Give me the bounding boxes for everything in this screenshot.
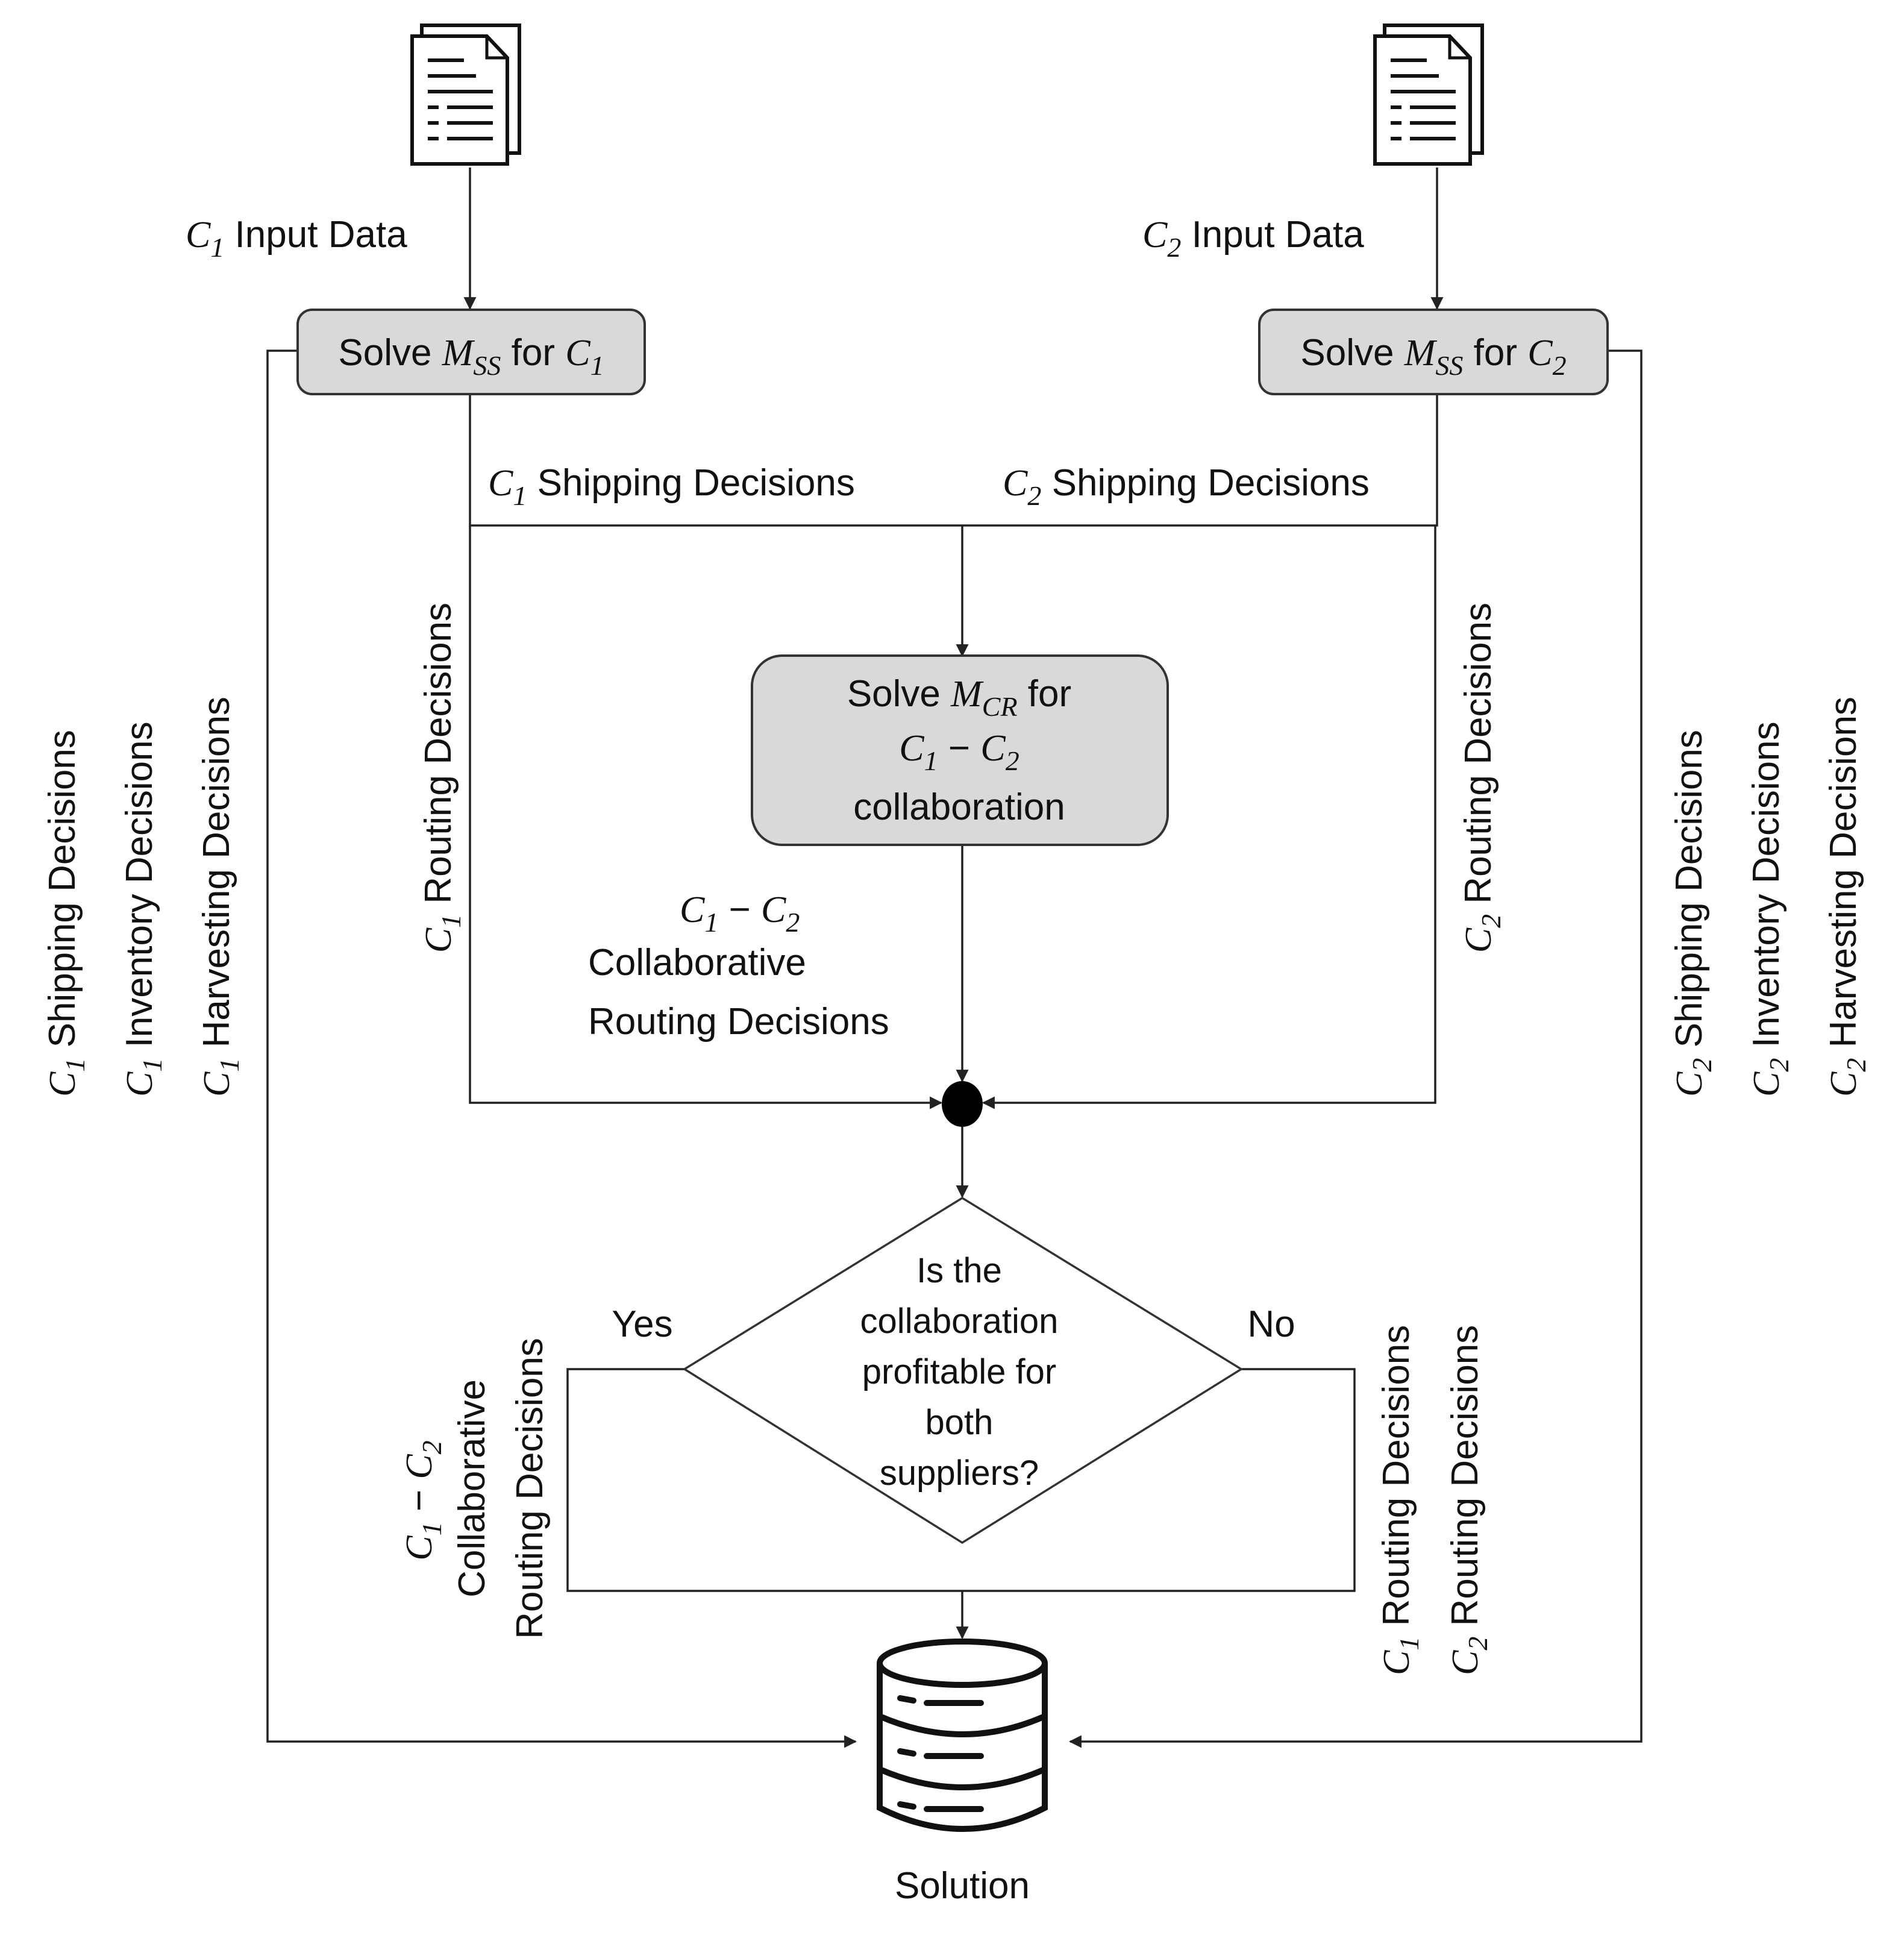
shipping-decisions-c2-label: C2 Shipping Decisions [1003,462,1370,511]
side-right-inventory: C2 Inventory Decisions [1746,721,1794,1097]
side-right-shipping: C2 Shipping Decisions [1668,730,1717,1097]
decision-line-5: suppliers? [880,1454,1039,1493]
decision-line-2: collaboration [860,1302,1059,1341]
solve-mss-c1-label: Solve MSS for C1 [338,332,604,381]
merge-junction [942,1081,983,1127]
collaborative-output-label: C1 − C2 Collaborative Routing Decisions [588,889,889,1043]
no-label: No [1247,1303,1295,1345]
yes-branch-label: C1 − C2 Collaborative Routing Decisions [398,1338,551,1639]
solve-mcr-line2: C1 − C2 [899,727,1019,776]
routing-decisions-c2-label: C2 Routing Decisions [1458,603,1506,953]
solve-mcr-line3: collaboration [853,786,1065,828]
collab-output-line1: C1 − C2 [680,889,800,938]
decision-line-3: profitable for [862,1352,1056,1391]
document-icon-left [410,24,521,166]
yes-label: Yes [612,1303,672,1345]
collab-output-line2: Collaborative [588,942,806,983]
yes-branch-line3: Routing Decisions [509,1338,551,1639]
side-left-inventory: C1 Inventory Decisions [119,721,168,1097]
side-left-harvesting: C1 Harvesting Decisions [196,697,245,1097]
solution-label: Solution [895,1865,1030,1907]
document-icon-right [1373,24,1484,166]
solve-mss-c2-box: Solve MSS for C2 [1258,309,1609,395]
decision-line-1: Is the [916,1251,1002,1290]
side-right-harvesting: C2 Harvesting Decisions [1823,697,1871,1097]
yes-branch-line2: Collaborative [451,1379,493,1598]
solve-mcr-line1: Solve MCR for [847,673,1071,722]
input-data-c1-label: C1 Input Data [186,214,407,263]
database-icon [877,1639,1048,1832]
side-left-shipping: C1 Shipping Decisions [42,730,90,1097]
solve-mcr-box: Solve MCR for C1 − C2 collaboration [751,654,1169,846]
connectors [266,168,1643,1748]
solve-mss-c2-label: Solve MSS for C2 [1300,332,1566,381]
shipping-decisions-c1-label: C1 Shipping Decisions [488,462,855,511]
no-branch-c1-routing: C1 Routing Decisions [1376,1325,1424,1675]
collab-output-line3: Routing Decisions [588,1001,889,1043]
decision-diamond: Is the collaboration profitable for both… [682,1196,1244,1544]
no-branch-c2-routing: C2 Routing Decisions [1444,1325,1493,1675]
solve-mss-c1-box: Solve MSS for C1 [296,309,646,395]
routing-decisions-c1-label: C1 Routing Decisions [418,603,466,953]
input-data-c2-label: C2 Input Data [1142,214,1364,263]
yes-branch-line1: C1 − C2 [398,1440,447,1560]
decision-line-4: both [925,1403,994,1442]
